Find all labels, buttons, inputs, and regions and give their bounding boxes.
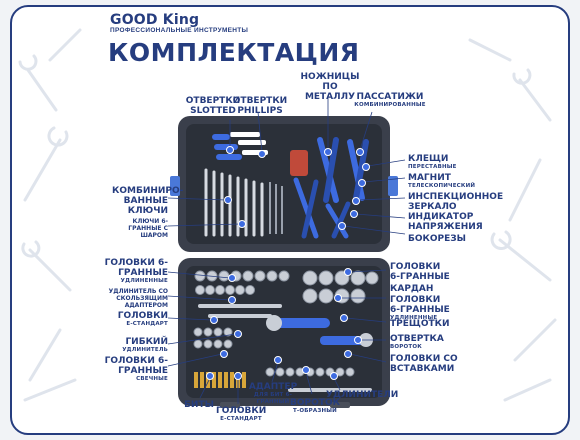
- label-indikator-text: ИНДИКАТОР НАПРЯЖЕНИЯ: [408, 212, 483, 232]
- label-adapter-sub: ДЛЯ БИТ 6-ГРАННЫЙ: [253, 392, 293, 405]
- label-kardan: КАРДАН: [390, 284, 433, 294]
- label-golovki-udl-right-sub: УДЛИНЕННЫЕ: [390, 315, 438, 321]
- label-magnit-text: МАГНИТ: [408, 173, 451, 183]
- label-golovki-e-bottom: ГОЛОВКИ Е-СТАНДАРТ: [216, 406, 266, 423]
- label-otvertki-phillips-text: ОТВЕРТКИ PHILLIPS: [232, 96, 288, 116]
- label-passatizhi-text: ПАССАТИЖИ: [356, 92, 424, 102]
- label-golovki-udl-left-text: ГОЛОВКИ 6-ГРАННЫЕ: [104, 258, 168, 278]
- label-udliniteli-adapter-text: УДЛИНИТЕЛЬ СО СКОЛЬЗЯЩИМ АДАПТЕРОМ: [108, 288, 168, 309]
- label-golovki-e-text: ГОЛОВКИ: [117, 311, 168, 321]
- label-golovki-e-sub: Е-СТАНДАРТ: [126, 321, 168, 327]
- label-otvertka-vorotok: ОТВЕРТКА ВОРОТОК: [390, 334, 444, 351]
- label-golovki-svech: ГОЛОВКИ 6-ГРАННЫЕ СВЕЧНЫЕ: [104, 356, 168, 383]
- label-kardan-text: КАРДАН: [390, 284, 434, 294]
- label-golovki-udl-left: ГОЛОВКИ 6-ГРАННЫЕ УДЛИНЕННЫЕ: [104, 258, 168, 285]
- label-udliniteli: УДЛИНИТЕЛИ: [326, 390, 399, 400]
- label-kleshchi-sub: ПЕРЕСТАВНЫЕ: [408, 164, 457, 170]
- label-nozhnitsy-text: НОЖНИЦЫ ПО МЕТАЛЛУ: [300, 72, 360, 102]
- label-gibkiy: ГИБКИЙ УДЛИНИТЕЛЬ: [108, 337, 168, 354]
- label-adapter-text: АДАПТЕР: [248, 382, 298, 392]
- label-kleshchi-text: КЛЕЩИ: [408, 154, 449, 164]
- label-magnit: МАГНИТ ТЕЛЕСКОПИЧЕСКИЙ: [408, 173, 475, 190]
- label-golovki-6-right-text: ГОЛОВКИ 6-ГРАННЫЕ: [390, 262, 450, 282]
- label-vorotok-text: ВОРОТОК: [290, 398, 340, 408]
- label-gibkiy-text: ГИБКИЙ: [125, 337, 168, 347]
- label-magnit-sub: ТЕЛЕСКОПИЧЕСКИЙ: [408, 183, 476, 189]
- label-zerkalo-text: ИНСПЕКЦИОННОЕ ЗЕРКАЛО: [408, 192, 504, 212]
- label-golovki-e-bottom-text: ГОЛОВКИ: [216, 406, 267, 416]
- logo-subtitle: ПРОФЕССИОНАЛЬНЫЕ ИНСТРУМЕНТЫ: [110, 27, 249, 34]
- label-zerkalo: ИНСПЕКЦИОННОЕ ЗЕРКАЛО: [408, 192, 503, 212]
- label-bity: БИТЫ: [184, 400, 214, 410]
- label-klyuchi-text: КОМБИНИРО-ВАННЫЕ КЛЮЧИ: [112, 186, 184, 216]
- label-udliniteli-text: УДЛИНИТЕЛИ: [326, 390, 399, 400]
- label-otvertka-vorotok-sub: ВОРОТОК: [390, 344, 422, 350]
- label-udliniteli-adapter: УДЛИНИТЕЛЬ СО СКОЛЬЗЯЩИМ АДАПТЕРОМ: [102, 288, 168, 309]
- label-golovki-svech-text: ГОЛОВКИ 6-ГРАННЫЕ: [104, 356, 168, 376]
- label-treshchotki-text: ТРЕЩОТКИ: [390, 319, 450, 329]
- label-otvertka-vorotok-text: ОТВЕРТКА: [390, 334, 444, 344]
- label-golovki-svech-sub: СВЕЧНЫЕ: [136, 376, 168, 382]
- label-otvertki-slotted: ОТВЕРТКИ SLOTTED: [178, 96, 248, 116]
- label-bokorezy-text: БОКОРЕЗЫ: [408, 234, 466, 244]
- label-vorotok-sub: Т-ОБРАЗНЫЙ: [292, 408, 337, 414]
- label-treshchotki: ТРЕЩОТКИ: [390, 319, 450, 329]
- label-vorotok: ВОРОТОК Т-ОБРАЗНЫЙ: [290, 398, 340, 415]
- label-adapter: АДАПТЕР ДЛЯ БИТ 6-ГРАННЫЙ: [248, 382, 298, 406]
- label-bokorezy: БОКОРЕЗЫ: [408, 234, 466, 244]
- label-gibkiy-sub: УДЛИНИТЕЛЬ: [122, 347, 168, 353]
- label-golovki-udl-left-sub: УДЛИНЕННЫЕ: [120, 278, 168, 284]
- label-klyuchi-6: КЛЮЧИ 6-ГРАННЫЕ С ШАРОМ: [108, 218, 168, 239]
- label-otvertki-phillips: ОТВЕРТКИ PHILLIPS: [230, 96, 290, 116]
- label-golovki-vstavki-text: ГОЛОВКИ СО ВСТАВКАМИ: [390, 354, 458, 374]
- logo-text: GOOD King: [110, 12, 200, 28]
- page-title: КОМПЛЕКТАЦИЯ: [108, 38, 360, 67]
- label-indikator: ИНДИКАТОР НАПРЯЖЕНИЯ: [408, 212, 488, 232]
- label-otvertki-slotted-text: ОТВЕРТКИ SLOTTED: [185, 96, 241, 116]
- label-golovki-udl-right-text: ГОЛОВКИ 6-ГРАННЫЕ: [390, 295, 450, 315]
- label-bity-text: БИТЫ: [184, 400, 214, 410]
- label-klyuchi-6-text: КЛЮЧИ 6-ГРАННЫЕ С ШАРОМ: [128, 218, 168, 239]
- label-kleshchi: КЛЕЩИ ПЕРЕСТАВНЫЕ: [408, 154, 457, 171]
- label-golovki-6-right: ГОЛОВКИ 6-ГРАННЫЕ: [390, 262, 450, 282]
- label-passatizhi-sub: КОМБИНИРОВАННЫЕ: [354, 102, 426, 108]
- label-golovki-e-bottom-sub: Е-СТАНДАРТ: [220, 416, 262, 422]
- label-klyuchi: КОМБИНИРО-ВАННЫЕ КЛЮЧИ: [112, 186, 183, 216]
- brand-logo: GOOD King ПРОФЕССИОНАЛЬНЫЕ ИНСТРУМЕНТЫ: [110, 12, 248, 34]
- label-golovki-e: ГОЛОВКИ Е-СТАНДАРТ: [108, 311, 168, 328]
- label-nozhnitsy: НОЖНИЦЫ ПО МЕТАЛЛУ: [296, 72, 364, 102]
- label-golovki-udl-right: ГОЛОВКИ 6-ГРАННЫЕ УДЛИНЕННЫЕ: [390, 295, 450, 322]
- label-passatizhi: ПАССАТИЖИ КОМБИНИРОВАННЫЕ: [350, 92, 430, 109]
- label-golovki-vstavki: ГОЛОВКИ СО ВСТАВКАМИ: [390, 354, 460, 374]
